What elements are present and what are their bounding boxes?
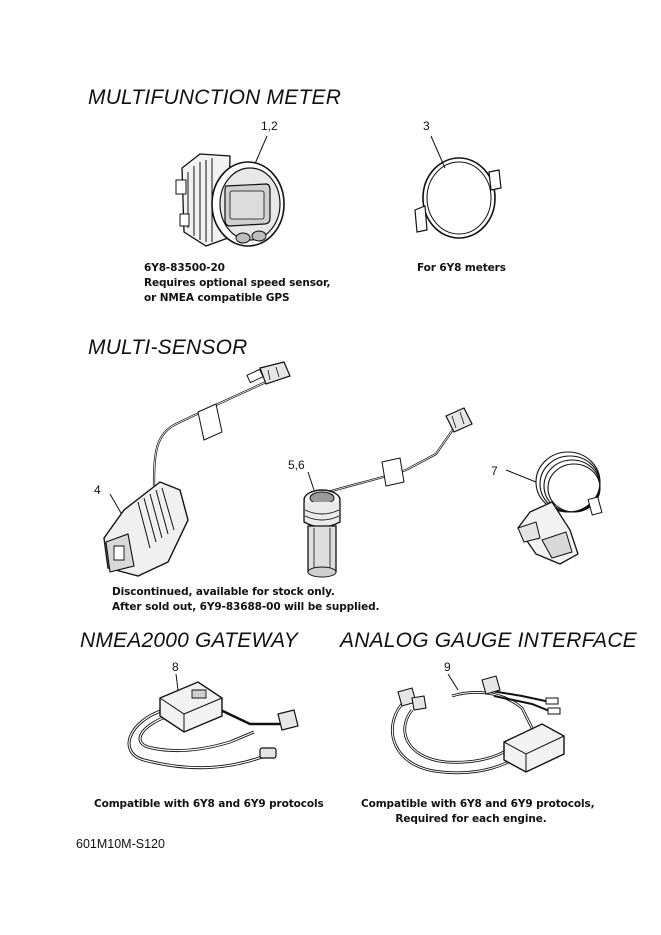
note-line: Compatible with 6Y8 and 6Y9 protocols xyxy=(94,798,324,810)
multifunction-meter-illustration xyxy=(170,128,290,258)
note-line: Compatible with 6Y8 and 6Y9 protocols, xyxy=(361,798,595,810)
callout-7: 7 xyxy=(491,464,498,478)
note-line: Discontinued, available for stock only. xyxy=(112,586,335,598)
note-multifunction-meter: 6Y8-83500-20 Requires optional speed sen… xyxy=(144,261,331,306)
meter-bracket-ring-illustration xyxy=(405,128,505,248)
note-line: or NMEA compatible GPS xyxy=(144,292,290,304)
note-nmea2000-gateway: Compatible with 6Y8 and 6Y9 protocols xyxy=(94,797,324,812)
note-line: After sold out, 6Y9-83688-00 will be sup… xyxy=(112,601,380,613)
section-title-multifunction-meter: MULTIFUNCTION METER xyxy=(88,86,342,109)
callout-8: 8 xyxy=(172,660,179,674)
section-title-analog-gauge-interface: ANALOG GAUGE INTERFACE xyxy=(340,629,637,652)
callout-4: 4 xyxy=(94,483,101,497)
document-code: 601M10M-S120 xyxy=(76,837,165,851)
section-title-multi-sensor: MULTI-SENSOR xyxy=(88,336,248,359)
thru-hull-sensor-illustration xyxy=(286,402,476,582)
section-title-nmea2000-gateway: NMEA2000 GATEWAY xyxy=(80,629,298,652)
note-line: Requires optional speed sensor, xyxy=(144,277,331,289)
callout-5-6: 5,6 xyxy=(288,458,305,472)
note-multi-sensor: Discontinued, available for stock only. … xyxy=(112,585,380,615)
note-line: Required for each engine. xyxy=(395,813,547,825)
note-line: For 6Y8 meters xyxy=(417,262,506,274)
callout-1-2: 1,2 xyxy=(261,119,278,133)
analog-gauge-interface-illustration xyxy=(382,668,572,792)
nmea2000-gateway-illustration xyxy=(120,668,310,788)
callout-9: 9 xyxy=(444,660,451,674)
coiled-sensor-illustration xyxy=(500,442,612,572)
callout-3: 3 xyxy=(423,119,430,133)
note-line: 6Y8-83500-20 xyxy=(144,262,225,274)
transom-sensor-illustration xyxy=(98,362,308,584)
note-analog-gauge-interface: Compatible with 6Y8 and 6Y9 protocols, R… xyxy=(361,797,595,827)
note-meter-ring: For 6Y8 meters xyxy=(417,261,506,276)
